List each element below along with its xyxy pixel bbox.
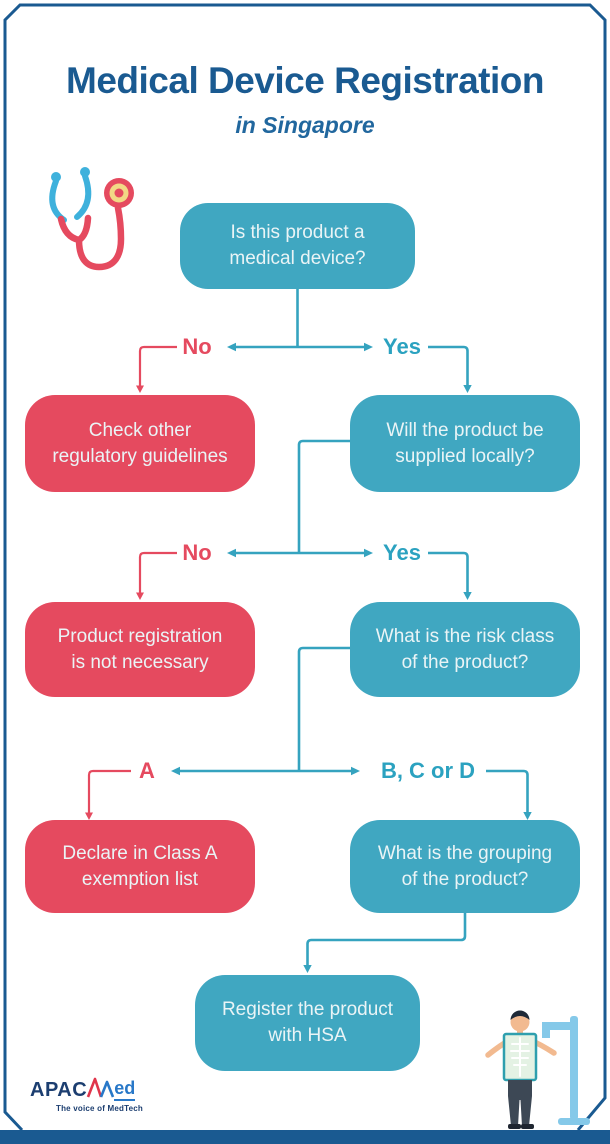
node-text-line: Declare in Class A [62,842,218,864]
node-text-line: of the product? [401,868,529,890]
apacmed-logo: APAC ed The voice of MedTech [30,1076,190,1113]
node-product-grouping: What is the grouping of the product? [350,820,580,913]
node-text-line: Is this product a [230,222,365,243]
node-text-line: Register the product [221,999,394,1020]
node-text-line: What is the risk class [375,625,555,647]
branch-label-class-bcd: B, C or D [380,758,476,783]
stethoscope-icon [49,167,134,271]
node-risk-class: What is the risk class of the product? [350,602,580,697]
node-text-line: Will the product be [386,419,544,441]
page-subtitle: in Singapore [235,112,375,138]
page-title: Medical Device Registration [66,60,544,101]
node-register-hsa: Register the product with HSA [195,975,420,1071]
node-is-medical-device: Is this product a medical device? [180,203,415,289]
node-text-line: medical device? [229,248,366,269]
node-text-line: Product registration [57,625,223,647]
logo-text-apac: APAC [30,1079,88,1101]
node-text-line: exemption list [81,868,199,890]
branch-label-no-2: No [182,540,212,565]
node-class-a-exemption: Declare in Class A exemption list [25,820,255,913]
logo-tagline: The voice of MedTech [56,1104,143,1113]
node-supplied-locally: Will the product be supplied locally? [350,395,580,492]
node-text-line: Check other [88,419,192,441]
branch-label-class-a: A [139,758,155,783]
node-registration-not-necessary: Product registration is not necessary [25,602,255,697]
node-text-line: supplied locally? [395,445,535,467]
branch-label-no-1: No [182,334,212,359]
node-text-line: regulatory guidelines [52,445,228,467]
node-check-other-guidelines: Check other regulatory guidelines [25,395,255,492]
heartbeat-icon [86,1077,115,1098]
node-text-line: of the product? [401,651,529,673]
node-text-line: with HSA [268,1025,347,1046]
branch-label-yes-2: Yes [383,540,421,565]
branch-label-yes-1: Yes [383,334,421,359]
node-text-line: is not necessary [71,651,209,673]
node-text-line: What is the grouping [377,842,553,864]
logo-text-ed: ed [114,1077,136,1101]
xray-scan-illustration [485,1010,590,1129]
